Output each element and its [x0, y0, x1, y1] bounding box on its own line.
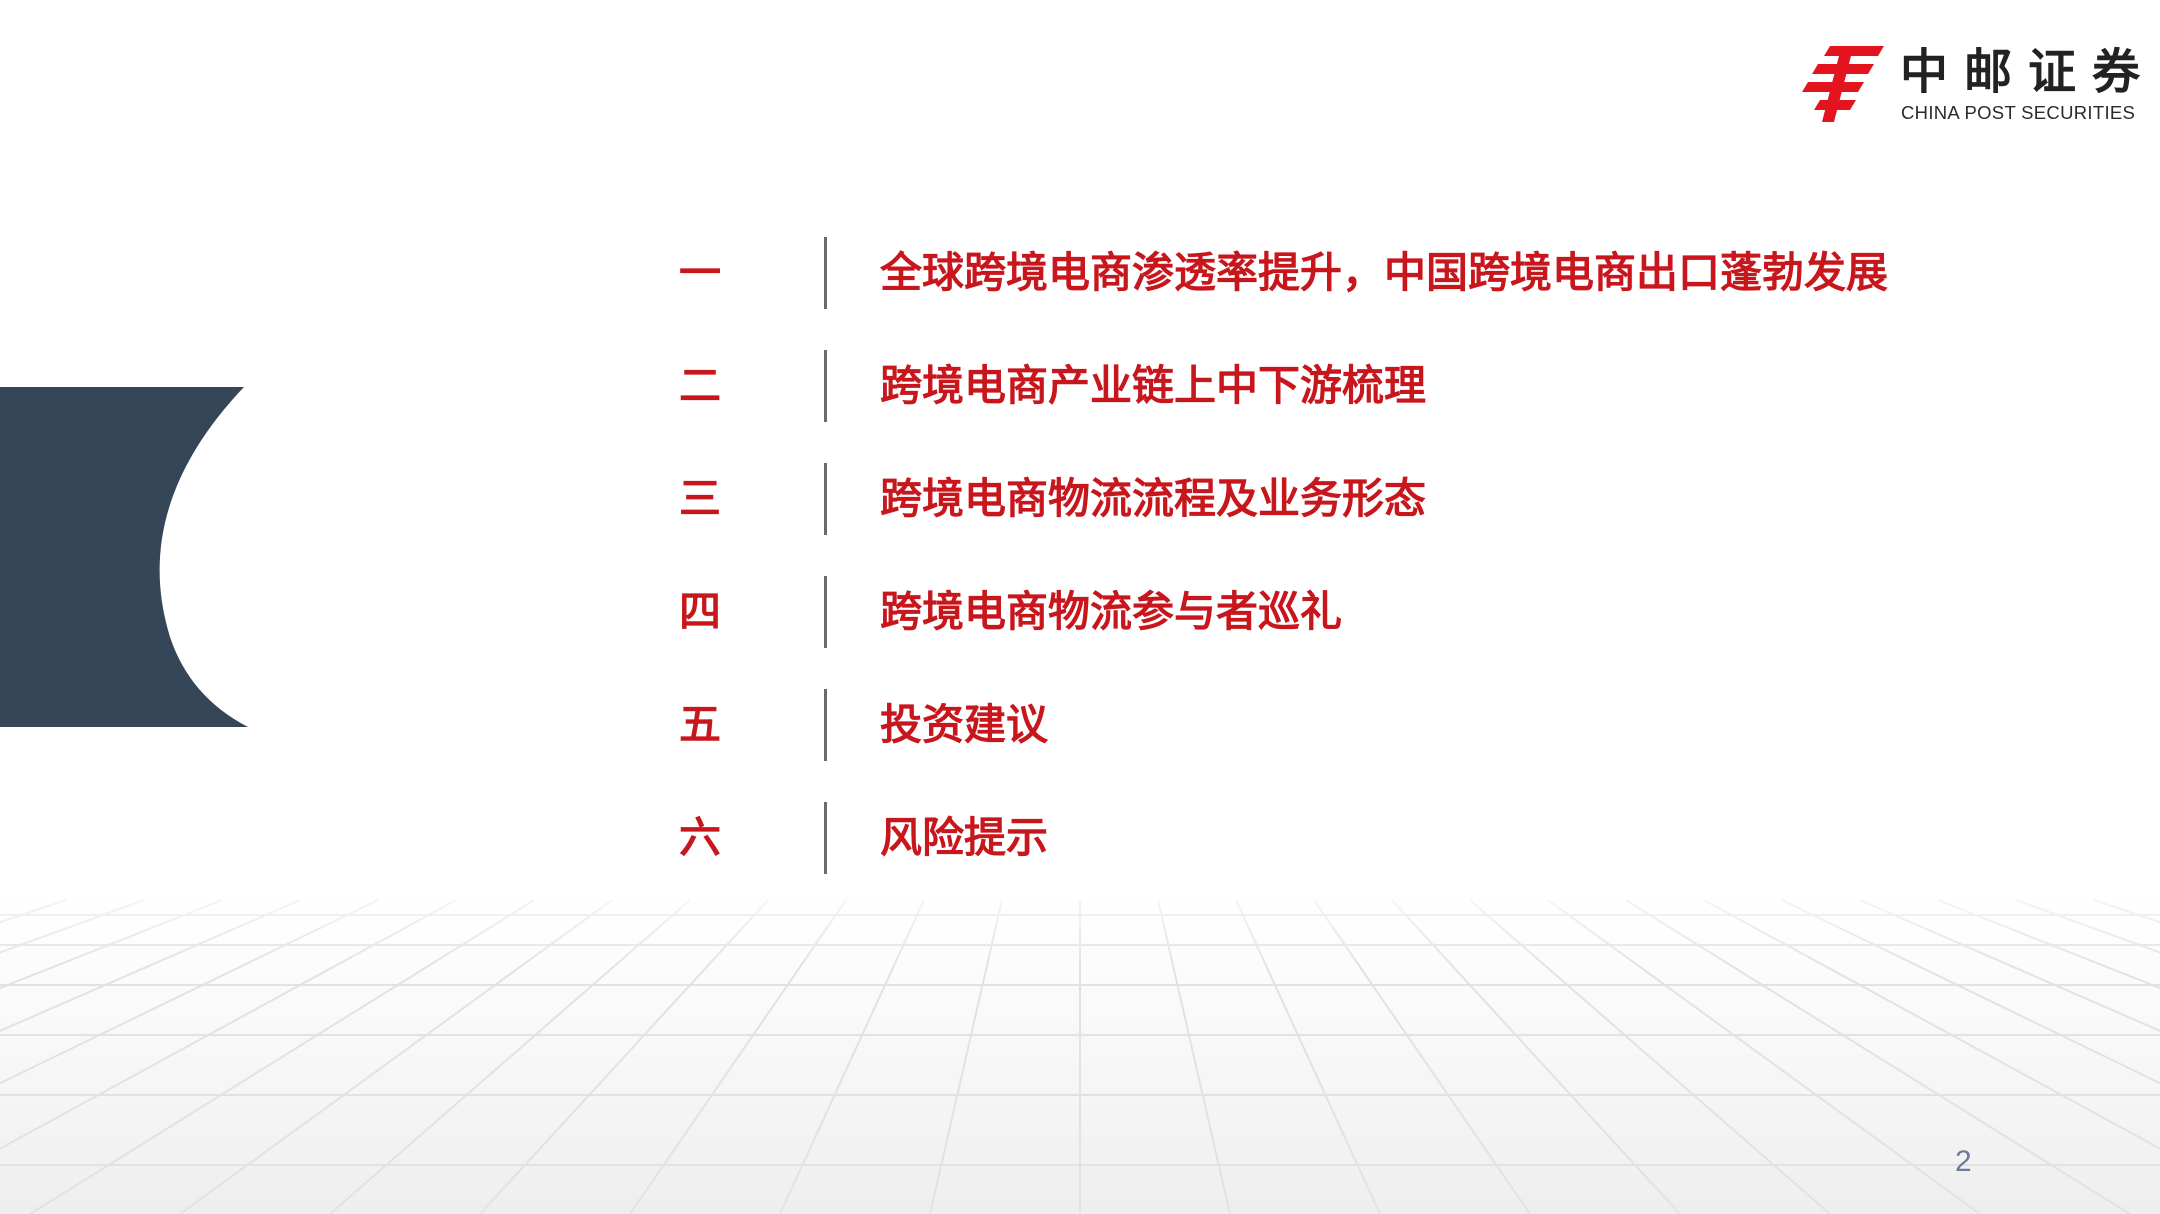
toc-item-number: 五	[678, 700, 721, 749]
toc-item-number: 一	[678, 248, 721, 297]
toc-item-6[interactable]: 六 风险提示	[670, 802, 2070, 874]
toc-item-4[interactable]: 四 跨境电商物流参与者巡礼	[670, 576, 2070, 648]
toc-divider	[824, 237, 827, 309]
toc-item-title: 风险提示	[880, 813, 1049, 862]
toc-item-1[interactable]: 一 全球跨境电商渗透率提升，中国跨境电商出口蓬勃发展	[670, 237, 2070, 309]
toc-item-title: 全球跨境电商渗透率提升，中国跨境电商出口蓬勃发展	[880, 248, 1889, 297]
toc-item-number: 三	[678, 474, 721, 523]
logo-name-en: CHINA POST SECURITIES	[1901, 102, 2136, 123]
toc-divider	[824, 350, 827, 422]
toc-item-title: 投资建议	[880, 700, 1049, 749]
toc-divider	[824, 576, 827, 648]
page-number: 2	[1955, 1145, 1972, 1178]
toc-item-title: 跨境电商物流参与者巡礼	[880, 587, 1343, 636]
decorative-navy-block	[0, 387, 248, 727]
toc-item-number: 六	[678, 813, 721, 862]
toc-item-title: 跨境电商产业链上中下游梳理	[880, 361, 1427, 410]
toc-item-title: 跨境电商物流流程及业务形态	[880, 474, 1427, 523]
toc-item-2[interactable]: 二 跨境电商产业链上中下游梳理	[670, 350, 2070, 422]
company-logo: 中邮证券 CHINA POST SECURITIES	[1800, 40, 2140, 130]
toc-item-5[interactable]: 五 投资建议	[670, 689, 2070, 761]
toc-divider	[824, 463, 827, 535]
toc-divider	[824, 689, 827, 761]
toc-item-number: 四	[678, 587, 721, 636]
toc-item-3[interactable]: 三 跨境电商物流流程及业务形态	[670, 463, 2070, 535]
logo-name-cn: 中邮证券	[1900, 44, 2157, 100]
toc-item-number: 二	[678, 361, 721, 410]
toc-divider	[824, 802, 827, 874]
china-post-logo-icon	[1802, 46, 1884, 122]
